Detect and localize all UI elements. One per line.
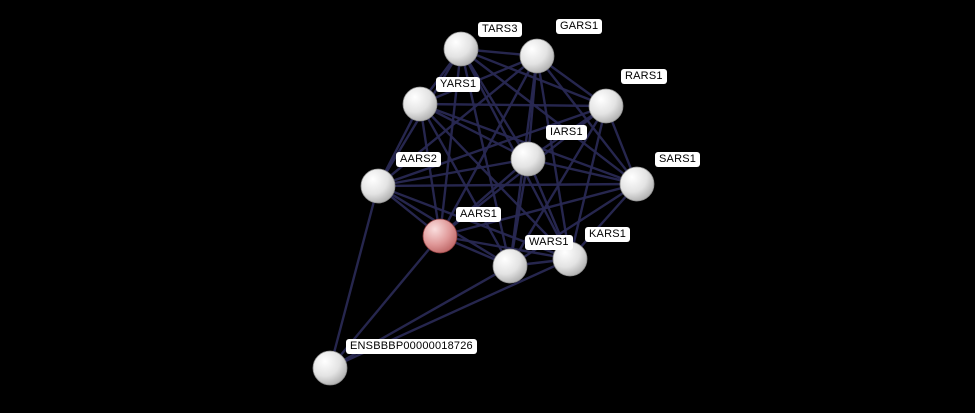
edge-TARS3-SARS1 bbox=[459, 47, 639, 186]
node-YARS1[interactable] bbox=[402, 86, 438, 122]
node-label-GARS1: GARS1 bbox=[556, 19, 603, 34]
node-label-IARS1: IARS1 bbox=[546, 125, 587, 140]
edge-IARS1-AARS2 bbox=[376, 157, 530, 188]
nodes-layer bbox=[312, 31, 655, 386]
edge-GARS1-KARS1 bbox=[535, 54, 572, 261]
edge-IARS1-AARS1 bbox=[438, 157, 530, 238]
node-label-AARS2: AARS2 bbox=[396, 152, 442, 167]
edge-ENSBBBP00000018726-AARS2 bbox=[328, 184, 380, 370]
node-RARS1[interactable] bbox=[588, 88, 624, 124]
node-SARS1[interactable] bbox=[619, 166, 655, 202]
node-ENSBBBP00000018726[interactable] bbox=[312, 350, 348, 386]
node-IARS1[interactable] bbox=[510, 141, 546, 177]
node-AARS1[interactable] bbox=[422, 218, 458, 254]
edge-RARS1-KARS1 bbox=[568, 104, 608, 261]
edge-AARS2-SARS1 bbox=[376, 182, 639, 188]
edge-IARS1-SARS1 bbox=[526, 157, 639, 186]
node-label-TARS3: TARS3 bbox=[478, 22, 522, 37]
node-label-YARS1: YARS1 bbox=[436, 77, 481, 92]
node-label-AARS1: AARS1 bbox=[456, 207, 502, 222]
node-TARS3[interactable] bbox=[443, 31, 479, 67]
node-label-WARS1: WARS1 bbox=[525, 235, 573, 250]
edge-YARS1-KARS1 bbox=[418, 102, 572, 261]
node-GARS1[interactable] bbox=[519, 38, 555, 74]
node-label-ENSBBBP00000018726: ENSBBBP00000018726 bbox=[346, 339, 477, 354]
edge-YARS1-IARS1 bbox=[418, 102, 530, 161]
edge-YARS1-AARS1 bbox=[418, 102, 442, 238]
node-label-KARS1: KARS1 bbox=[585, 227, 631, 242]
edge-AARS1-KARS1 bbox=[438, 234, 572, 261]
edge-SARS1-AARS1 bbox=[438, 182, 639, 238]
node-WARS1[interactable] bbox=[492, 248, 528, 284]
node-label-RARS1: RARS1 bbox=[621, 69, 667, 84]
node-label-SARS1: SARS1 bbox=[655, 152, 701, 167]
edge-YARS1-RARS1 bbox=[418, 102, 608, 108]
edge-RARS1-AARS2 bbox=[376, 104, 608, 188]
node-AARS2[interactable] bbox=[360, 168, 396, 204]
